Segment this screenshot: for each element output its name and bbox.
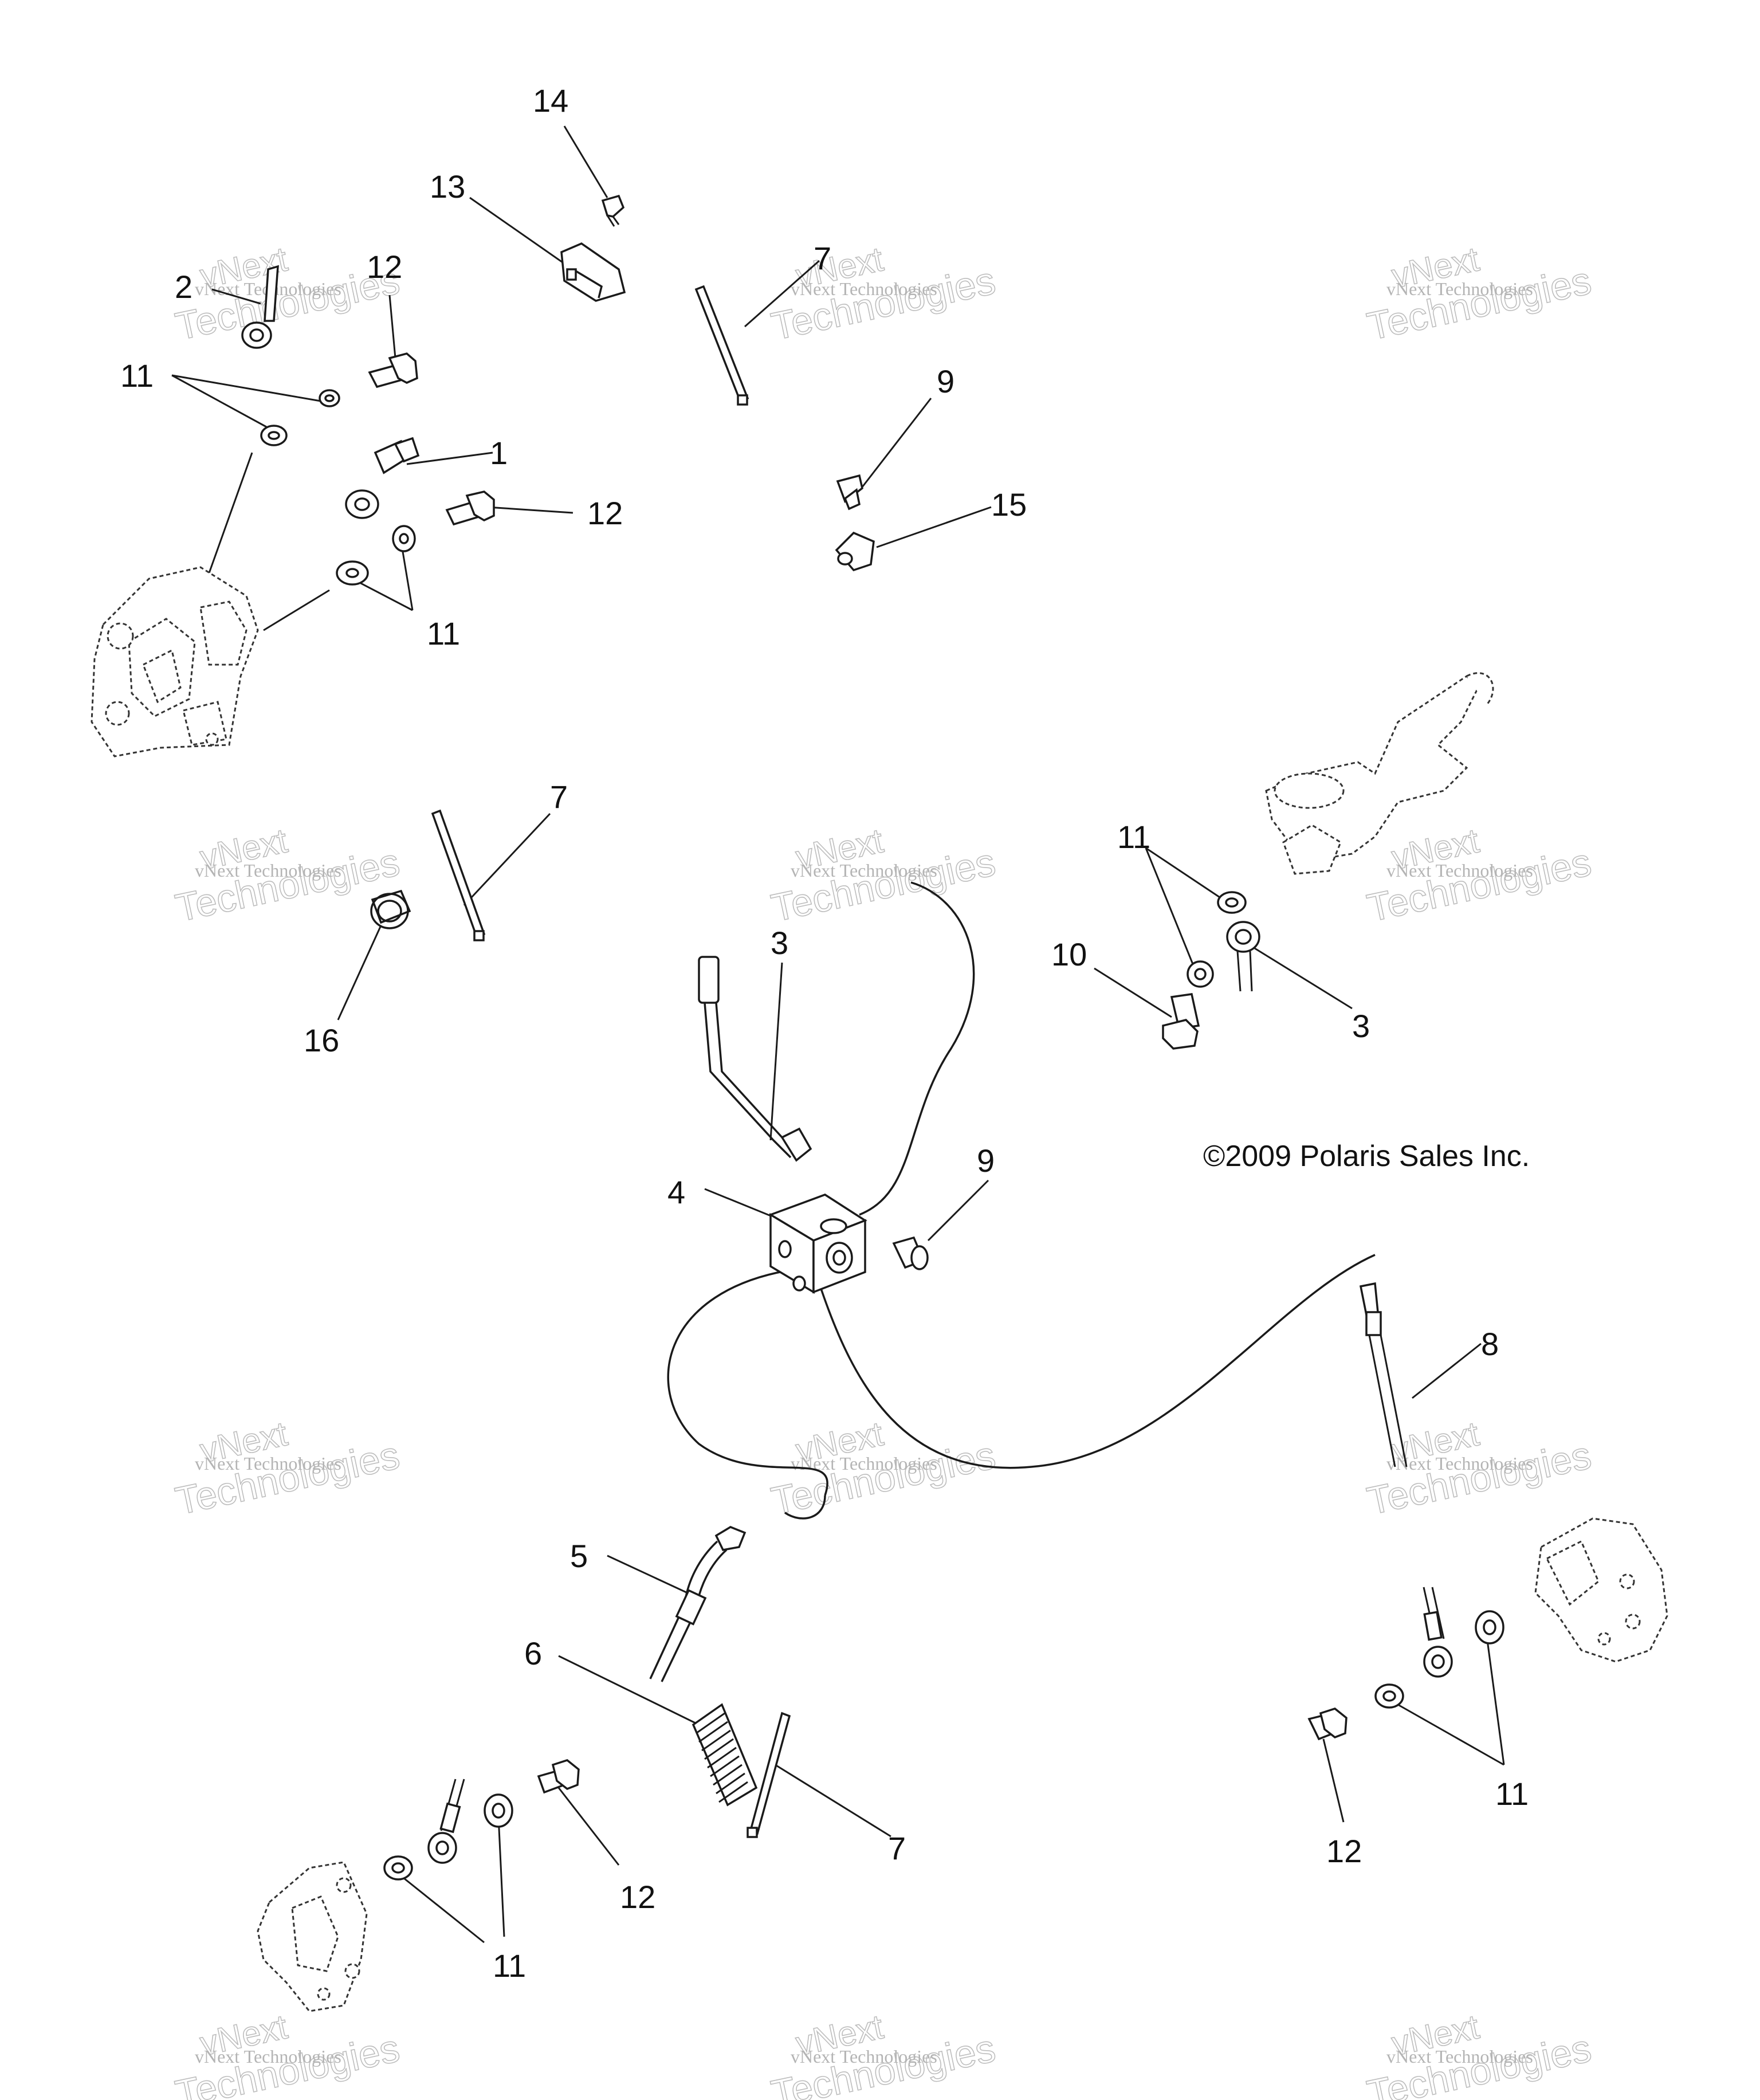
svg-text:vNext Technologies: vNext Technologies <box>791 278 937 299</box>
bolt-10 <box>1162 993 1200 1050</box>
caliper-front-left <box>257 1861 368 2012</box>
watermark: vNext Technologies vNext Technologies <box>1363 821 1596 931</box>
washers-11-top <box>260 389 340 446</box>
callout-16: 16 <box>304 1022 339 1058</box>
cable-tie-7-bottom <box>747 1712 791 1838</box>
brake-line-loop-end <box>784 1495 826 1520</box>
clamp-15 <box>835 531 875 572</box>
banjo-bolt-12-lower-right <box>1307 1708 1348 1741</box>
svg-text:vNext Technologies: vNext Technologies <box>195 2046 341 2067</box>
watermark: vNext Technologies vNext Technologies <box>1363 1414 1596 1524</box>
callout-13: 13 <box>430 168 465 205</box>
callout-12: 12 <box>367 249 402 285</box>
svg-text:vNext Technologies: vNext Technologies <box>1386 1453 1533 1474</box>
callout-1: 1 <box>490 435 508 471</box>
callout-labels: 14 13 2 12 7 11 1 12 9 15 11 7 16 3 11 1… <box>120 83 1529 1984</box>
banjo-bolt-12-mid <box>445 490 495 526</box>
clip-13 <box>560 242 626 302</box>
callout-8: 8 <box>1481 1326 1499 1362</box>
banjo-fitting-3-right <box>1226 921 1260 992</box>
cable-tie-7-left <box>431 809 486 941</box>
watermark: vNext Technologies vNext Technologies <box>171 821 404 931</box>
screw-9-mid <box>892 1236 929 1270</box>
watermark: vNext Technologies vNext Technologies <box>171 2007 404 2100</box>
callout-6: 6 <box>524 1635 542 1671</box>
watermark: vNext Technologies vNext Technologies <box>1363 239 1596 349</box>
watermark: vNext Technologies vNext Technologies <box>1363 2007 1596 2100</box>
svg-text:vNext Technologies: vNext Technologies <box>791 1453 937 1474</box>
callout-11: 11 <box>1117 819 1150 855</box>
watermark: vNext Technologies vNext Technologies <box>767 1414 1000 1524</box>
screw-14 <box>601 194 625 227</box>
callout-12: 12 <box>1326 1833 1362 1869</box>
callout-7: 7 <box>888 1830 906 1866</box>
grommet-16 <box>370 889 411 929</box>
caliper-rear-left <box>91 566 259 757</box>
callout-7: 7 <box>814 240 831 276</box>
callout-2: 2 <box>175 269 192 305</box>
watermark: vNext Technologies vNext Technologies <box>767 2007 1000 2100</box>
callout-12: 12 <box>620 1879 655 1915</box>
washers-11-lower-left <box>383 1793 513 1881</box>
svg-text:vNext Technologies: vNext Technologies <box>1386 278 1533 299</box>
callout-9: 9 <box>937 363 954 399</box>
callout-11: 11 <box>493 1948 526 1984</box>
callout-15: 15 <box>991 486 1027 523</box>
banjo-bolt-12-top <box>368 352 418 388</box>
callout-9: 9 <box>977 1143 995 1179</box>
copyright-notice: ©2009 Polaris Sales Inc. <box>1203 1140 1530 1173</box>
brake-line-upper <box>859 881 975 1216</box>
brake-line-loop-left <box>667 1268 828 1496</box>
banjo-fitting-lower-right <box>1423 1587 1453 1678</box>
distribution-block-4 <box>768 1194 867 1294</box>
svg-text:vNext Technologies: vNext Technologies <box>1386 860 1533 881</box>
callout-3: 3 <box>1352 1008 1370 1044</box>
svg-text:vNext Technologies: vNext Technologies <box>195 1453 341 1474</box>
svg-text:vNext Technologies: vNext Technologies <box>1386 2046 1533 2067</box>
svg-text:vNext Technologies: vNext Technologies <box>791 860 937 881</box>
callout-12: 12 <box>587 495 623 531</box>
callout-4: 4 <box>667 1174 685 1210</box>
caliper-front-right <box>1534 1517 1668 1663</box>
banjo-bolt-12-lower-left <box>537 1759 580 1794</box>
parts <box>91 194 1668 2012</box>
callout-14: 14 <box>533 83 568 119</box>
callout-11: 11 <box>1495 1776 1529 1812</box>
brake-line-long <box>818 1254 1376 1469</box>
banjo-fitting-2 <box>241 265 279 349</box>
washers-11-mid <box>336 525 416 586</box>
callout-3: 3 <box>771 925 788 961</box>
svg-text:vNext Technologies: vNext Technologies <box>791 2046 937 2067</box>
washers-11-lower-right <box>1374 1610 1504 1709</box>
screw-9-top <box>836 474 863 511</box>
callout-7: 7 <box>550 779 568 815</box>
brake-line-fitting-3-upper <box>698 956 812 1162</box>
washers-11-right <box>1187 891 1247 988</box>
callout-10: 10 <box>1051 936 1087 972</box>
svg-text:vNext Technologies: vNext Technologies <box>195 860 341 881</box>
watermark: vNext Technologies vNext Technologies <box>171 1414 404 1524</box>
brake-line-3 <box>704 1002 792 1159</box>
cable-tie-7-top <box>694 285 749 406</box>
spring-guard-6 <box>692 1703 758 1807</box>
brake-line-8 <box>1359 1282 1408 1467</box>
master-cylinder <box>1265 672 1494 875</box>
brake-lines <box>667 881 1376 1520</box>
banjo-fitting-1 <box>345 437 420 519</box>
brake-hose-5 <box>649 1526 747 1682</box>
callout-11: 11 <box>120 358 154 394</box>
watermark: vNext Technologies vNext Technologies <box>767 821 1000 931</box>
banjo-fitting-lower-left <box>427 1779 465 1864</box>
leader-lines <box>171 125 1505 1944</box>
callout-11: 11 <box>427 615 460 651</box>
callout-5: 5 <box>570 1538 588 1574</box>
